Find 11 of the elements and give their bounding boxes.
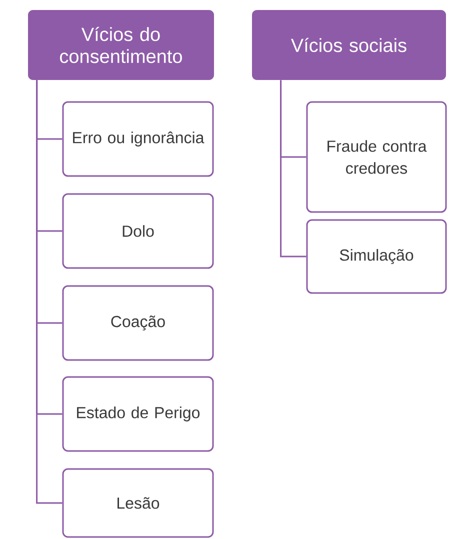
item-box: Estado de Perigo [62, 376, 214, 452]
item-box: Erro ou ignorância [62, 101, 214, 177]
connector [36, 80, 62, 504]
item-box: Lesão [62, 468, 214, 538]
heading-box: Vícios do consentimento [28, 10, 214, 80]
item-box: Fraude contra credores [306, 101, 447, 213]
connector [280, 80, 306, 258]
item-box: Dolo [62, 193, 214, 269]
item-box: Simulação [306, 219, 447, 294]
item-box: Coação [62, 285, 214, 361]
heading-box: Vícios sociais [252, 10, 446, 80]
